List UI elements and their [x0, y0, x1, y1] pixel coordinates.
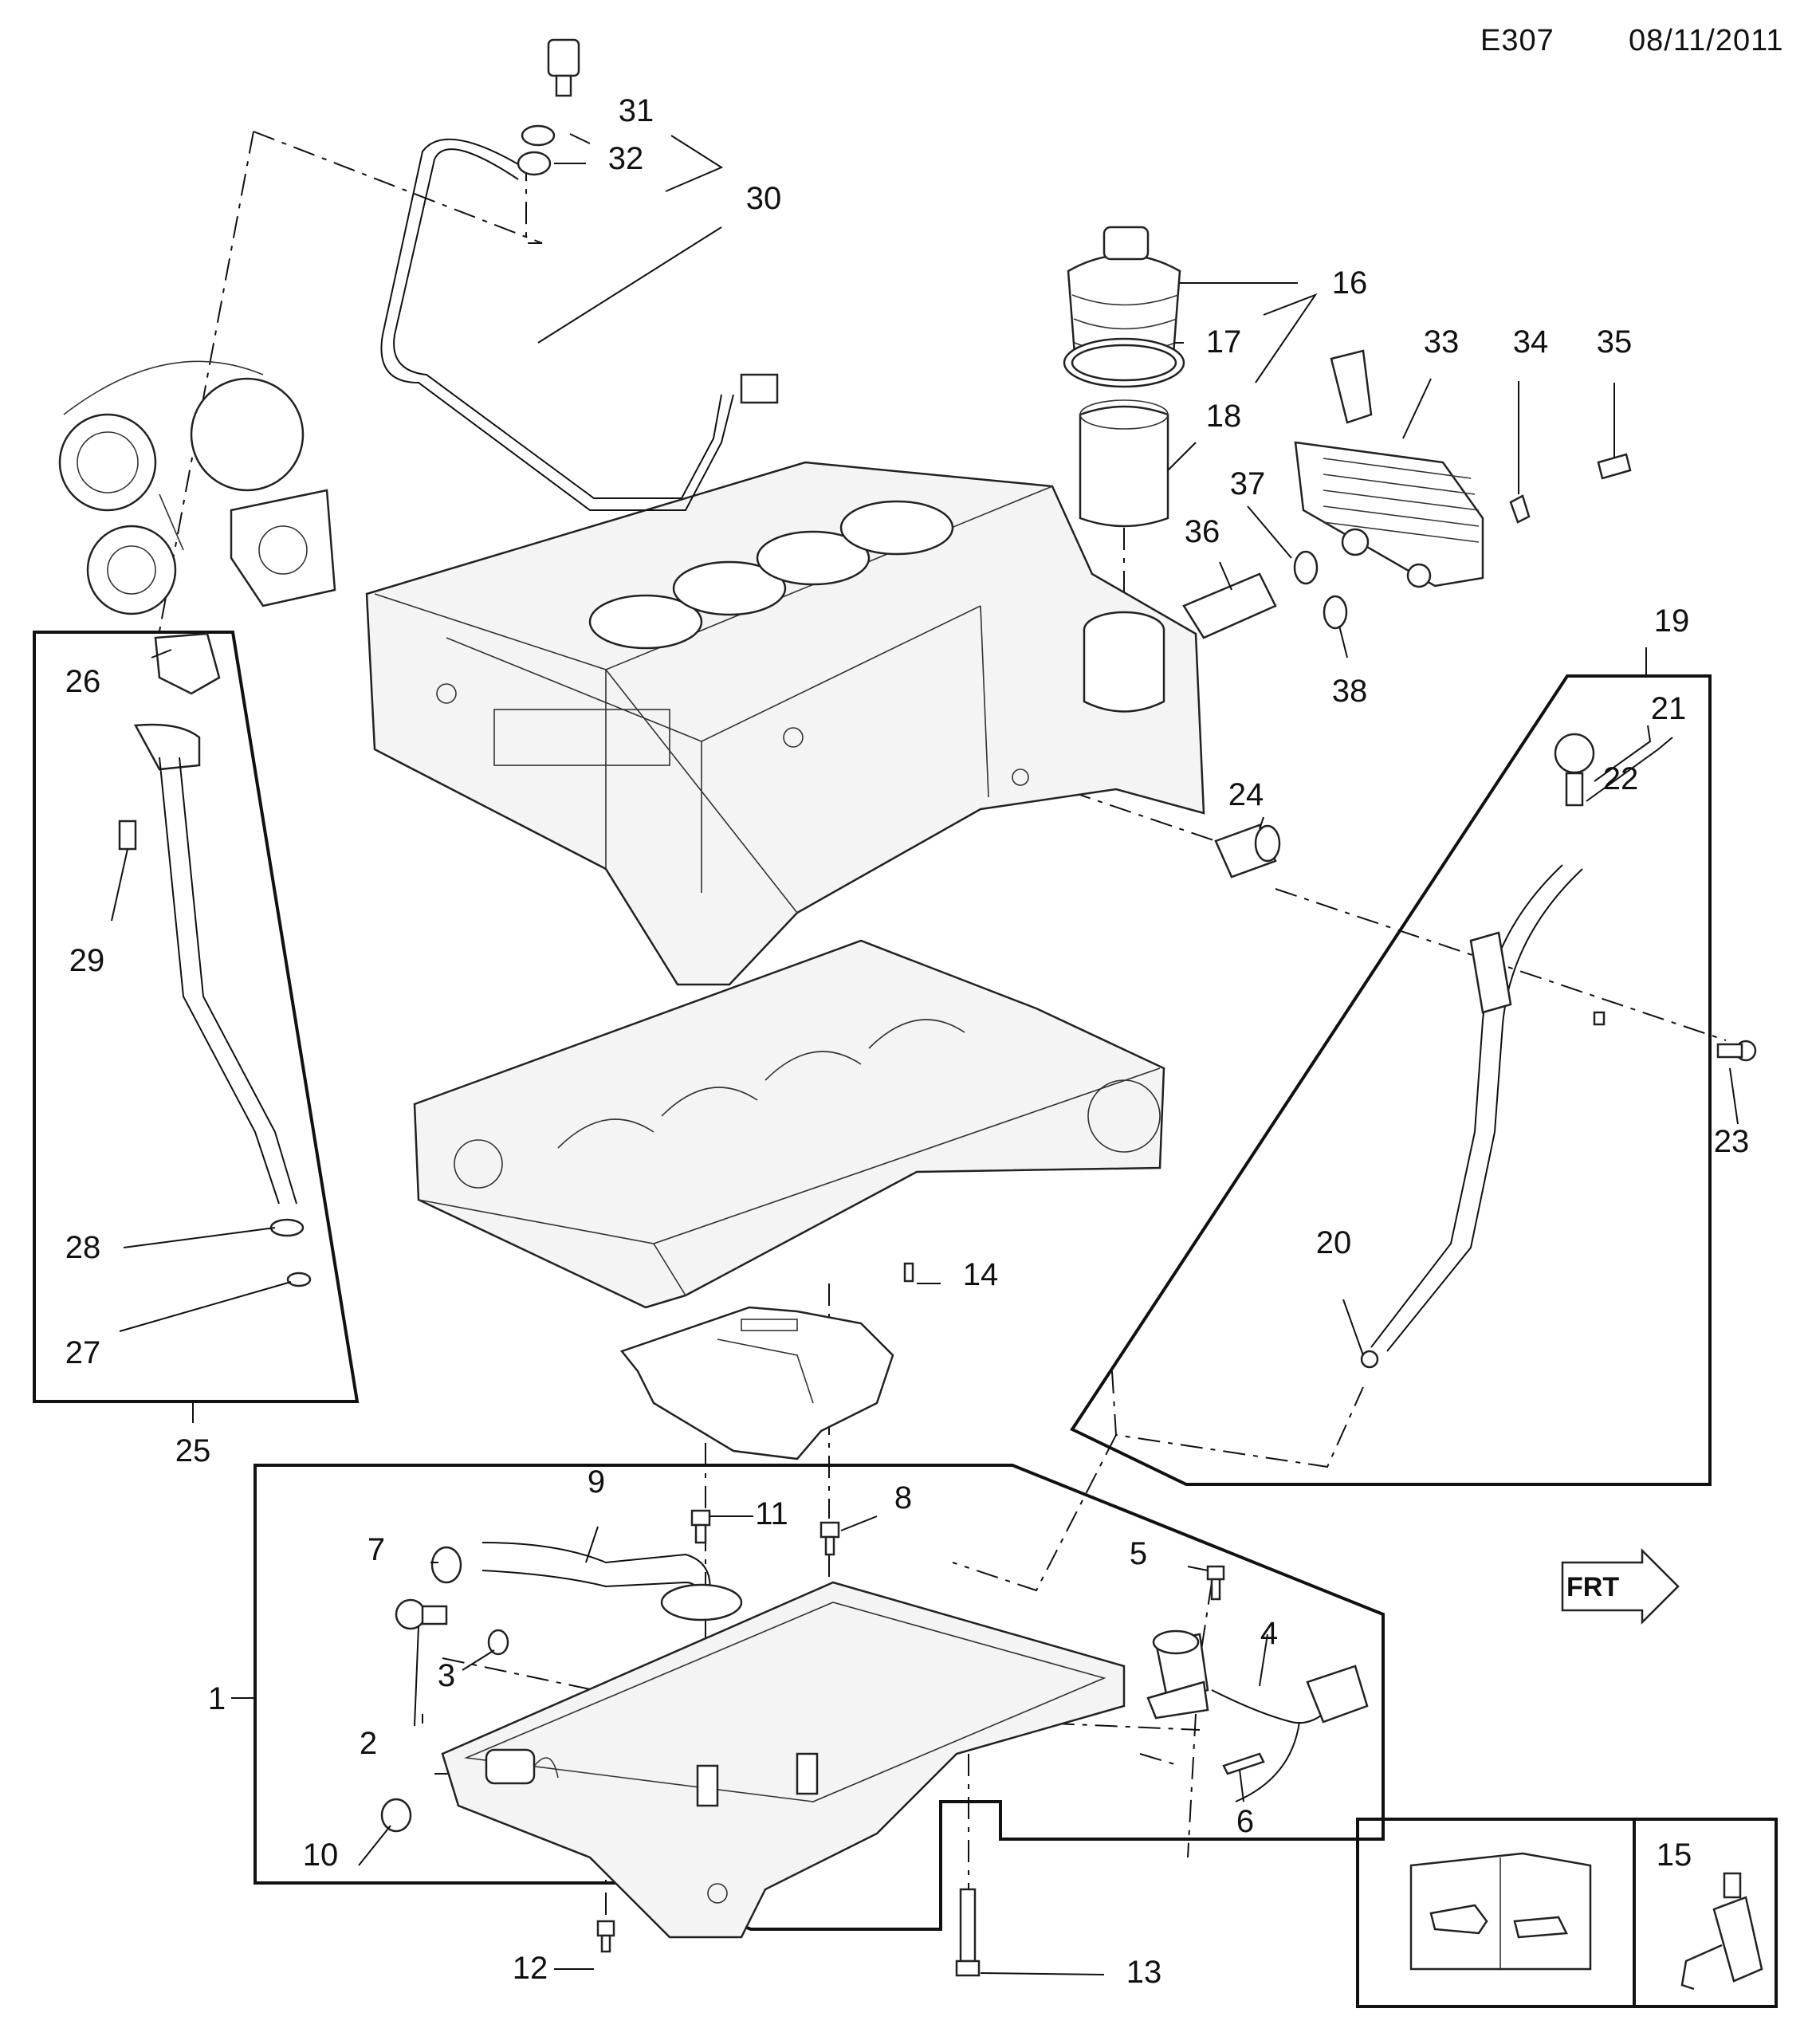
callout-labels: 1 2 3 4 5 6 7 8 9 10 11 12 13 14 15 16 1…: [65, 93, 1750, 1990]
bolts: [596, 1011, 1606, 1977]
oil-pan-group-frame: [254, 1464, 1385, 1931]
callout-9: 9: [588, 1464, 605, 1500]
callout-14: 14: [963, 1257, 999, 1292]
turbo-oil-feed-pipe: [380, 38, 779, 511]
callout-16: 16: [1332, 265, 1368, 301]
callout-29: 29: [69, 943, 105, 978]
oil-filter-assembly: [1063, 226, 1185, 528]
dipstick-tube: [1360, 733, 1757, 1369]
cylinder-block: [365, 461, 1205, 986]
callout-22: 22: [1603, 761, 1639, 796]
oil-baffle-plate: [619, 1306, 894, 1460]
callout-34: 34: [1513, 324, 1549, 360]
callout-26: 26: [65, 664, 101, 699]
callout-4: 4: [1260, 1616, 1278, 1651]
callout-13: 13: [1126, 1955, 1162, 1990]
callout-25: 25: [175, 1433, 211, 1468]
callout-6: 6: [1236, 1804, 1254, 1839]
callout-20: 20: [1316, 1225, 1352, 1260]
callout-32: 32: [608, 141, 644, 176]
callout-31: 31: [619, 93, 654, 128]
callout-24: 24: [1228, 777, 1264, 812]
drain-plug: [380, 1598, 509, 1833]
bedplate: [413, 939, 1165, 1309]
crankcase-vent-hose: [430, 1542, 743, 1621]
callout-3: 3: [438, 1658, 455, 1693]
callout-30: 30: [746, 181, 782, 216]
oil-pan: [441, 1581, 1126, 1939]
callout-21: 21: [1651, 691, 1687, 726]
sealant-tube-icon: [1680, 1872, 1763, 1991]
callout-19: 19: [1654, 603, 1690, 639]
callout-27: 27: [65, 1335, 101, 1370]
turbo-oil-return-pipe: [118, 632, 312, 1287]
repair-manual-book-icon: [1409, 1852, 1592, 1971]
leader-lines: [111, 133, 1739, 1975]
callout-18: 18: [1206, 399, 1242, 434]
callout-23: 23: [1714, 1124, 1750, 1159]
diagram-code: E307: [1480, 24, 1554, 57]
callout-2: 2: [360, 1726, 377, 1761]
callout-36: 36: [1185, 514, 1220, 549]
turbocharger: [58, 360, 336, 615]
oil-cooler: [1182, 349, 1632, 639]
callout-5: 5: [1130, 1536, 1147, 1571]
callout-1: 1: [208, 1681, 226, 1716]
callout-15: 15: [1657, 1838, 1692, 1873]
oil-level-sensor: [1146, 1629, 1369, 1802]
dipstick-group-frame: [1070, 674, 1712, 1486]
front-direction-arrow-icon: FRT: [1561, 1547, 1680, 1625]
callout-33: 33: [1424, 324, 1460, 360]
callout-37: 37: [1230, 466, 1266, 501]
oil-pressure-switch: [1214, 823, 1281, 879]
callout-8: 8: [894, 1480, 912, 1515]
callout-17: 17: [1206, 324, 1242, 360]
callout-28: 28: [65, 1230, 101, 1265]
legend-frame: [1356, 1818, 1778, 2008]
callout-38: 38: [1332, 674, 1368, 709]
callout-10: 10: [303, 1838, 339, 1873]
callout-35: 35: [1597, 324, 1633, 360]
diagram-date: 08/11/2011: [1629, 24, 1784, 57]
callout-11: 11: [755, 1496, 788, 1531]
callout-7: 7: [367, 1532, 385, 1567]
turbo-oil-pipe-group-frame: [33, 631, 360, 1403]
svg-text:FRT: FRT: [1566, 1572, 1619, 1602]
callout-12: 12: [513, 1951, 548, 1986]
